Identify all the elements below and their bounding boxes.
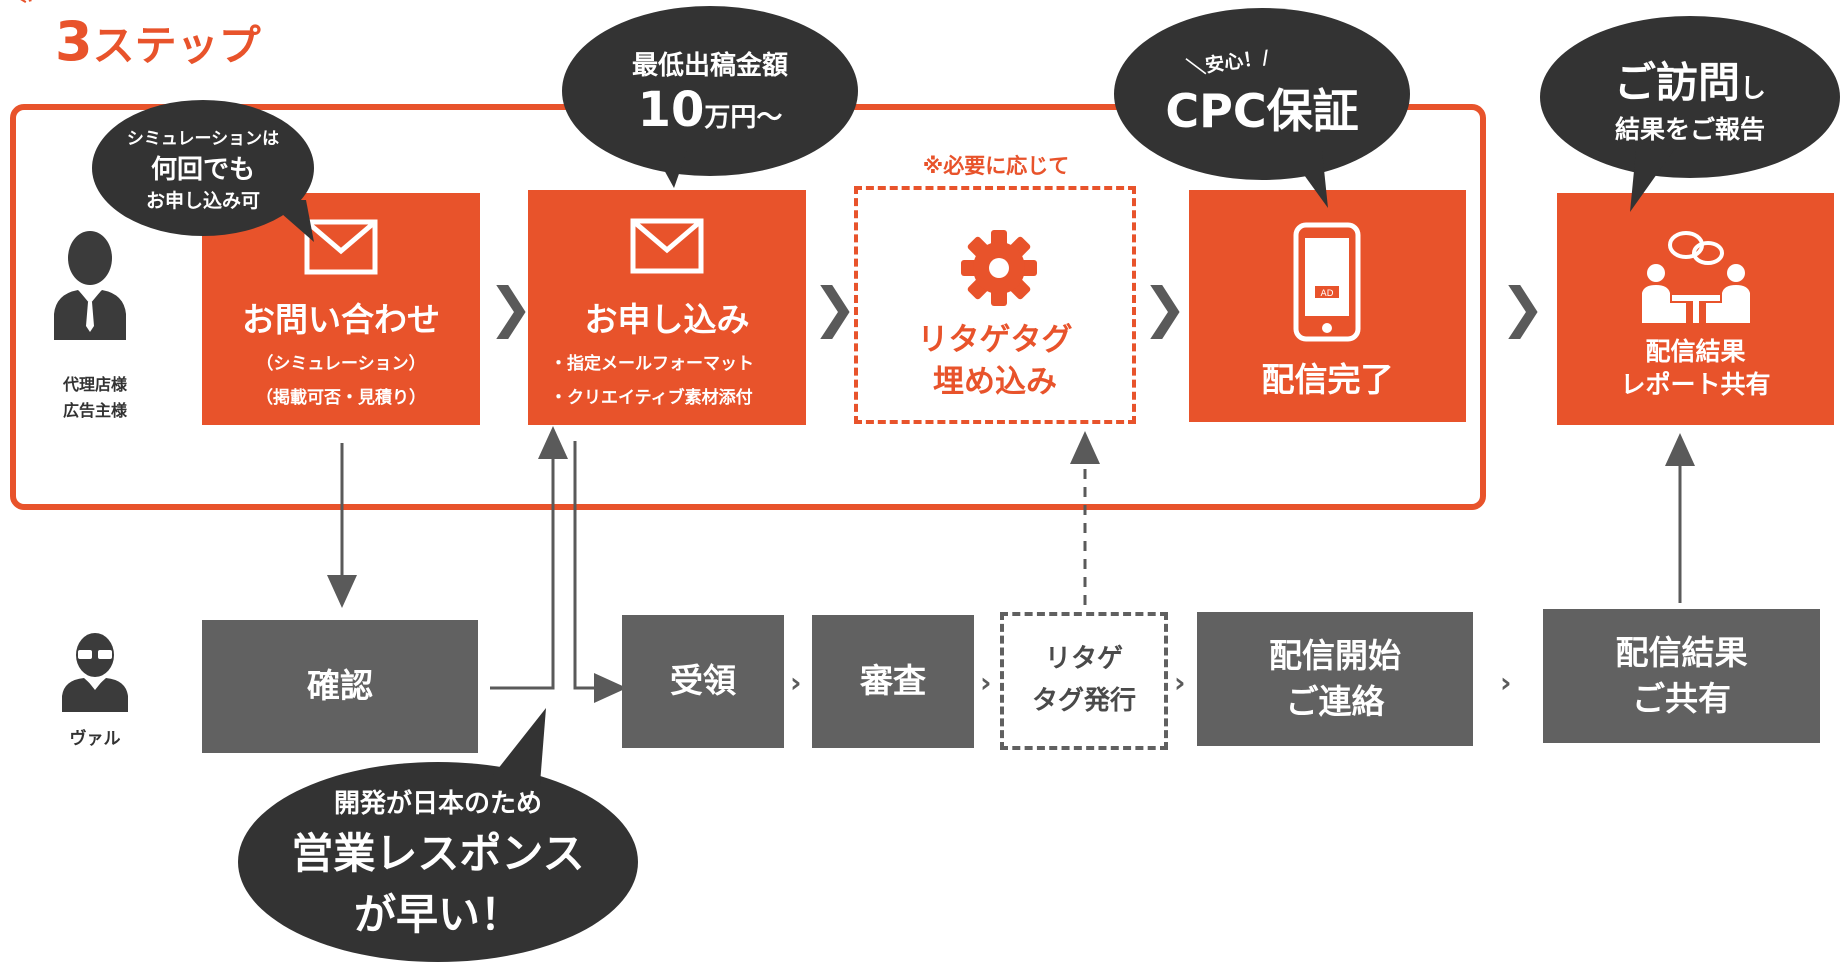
chevron-right-icon: ❯ <box>1500 276 1546 339</box>
inquiry-title: お問い合わせ <box>242 300 440 339</box>
step-retag: リタゲタグ 埋め込み <box>854 186 1136 424</box>
application-title: お申し込み <box>584 300 750 339</box>
bubble-budget-unit: 万円～ <box>704 102 783 133</box>
result-share-line: 配信結果 <box>1615 632 1748 672</box>
smartphone-icon: AD <box>1293 222 1361 342</box>
bubble-budget-top: 最低出稿金額 <box>631 50 788 81</box>
bubble-response-line: が早い！ <box>353 889 522 939</box>
chevron-right-icon: › <box>980 666 992 699</box>
val-step-confirm: 確認 <box>202 620 478 753</box>
chevron-right-icon: ❯ <box>812 276 858 339</box>
bubble-visit: ご訪問し 結果をご報告 <box>1540 16 1840 178</box>
application-line: ・指定メールフォーマット <box>550 354 754 374</box>
tag-issue-line: タグ発行 <box>1031 686 1136 716</box>
delivery-title: 配信完了 <box>1261 360 1394 399</box>
bubble-simulation-line: シミュレーションは <box>126 128 280 149</box>
heading: 3ステップ <box>55 10 261 73</box>
bubble-tail <box>1630 150 1674 212</box>
bubble-tail <box>652 148 688 188</box>
bubble-tail <box>1286 150 1328 208</box>
chevron-right-icon: ❯ <box>1142 276 1188 339</box>
bubble-simulation: シミュレーションは 何回でも お申し込み可 <box>92 100 314 236</box>
bubble-tail <box>266 200 314 242</box>
chevron-right-icon: › <box>1174 666 1186 699</box>
application-line: ・クリエイティブ素材添付 <box>550 388 753 408</box>
inquiry-line: （シミュレーション） <box>256 354 426 374</box>
role-advertiser: 広告主様 <box>62 400 127 420</box>
retag-note: ※必要に応じて <box>922 154 1070 178</box>
step-delivery: AD 配信完了 <box>1189 190 1466 422</box>
ad-label: AD <box>1320 289 1333 299</box>
step-report: 配信結果 レポート共有 <box>1557 193 1834 425</box>
businessman-icon <box>54 231 126 340</box>
bubble-cpc: ＼安心！/ CPC保証 <box>1114 8 1410 180</box>
bubble-min-budget: 最低出稿金額 10万円～ <box>562 6 858 176</box>
bubble-response: 開発が日本のため 営業レスポンス が早い！ <box>238 762 638 962</box>
arrow-application-to-receive <box>573 441 627 703</box>
bubble-visit-sub: 結果をご報告 <box>1614 114 1765 144</box>
bubble-response-line: 営業レスポンス <box>291 828 585 878</box>
bubble-visit-main: ご訪問 <box>1613 57 1740 107</box>
val-step-result-share: 配信結果 ご共有 <box>1543 609 1820 743</box>
arrow-confirm-to-application <box>490 426 568 690</box>
bubble-cpc-main: CPC保証 <box>1165 83 1359 138</box>
bubble-visit-suffix: し <box>1740 73 1767 104</box>
bubble-budget-amount: 10 <box>637 81 705 138</box>
meeting-icon <box>1642 231 1750 323</box>
heading-number: 3 <box>55 10 93 73</box>
tag-issue-line: リタゲ <box>1044 644 1123 675</box>
gear-icon <box>961 230 1037 306</box>
chevron-right-icon: › <box>1500 666 1512 699</box>
val-step-receive: 受領 <box>622 615 784 748</box>
client-role-label: 代理店様 広告主様 <box>40 372 150 423</box>
heading-word: ステップ <box>92 21 261 70</box>
result-share-line: ご共有 <box>1632 679 1731 718</box>
report-line: レポート共有 <box>1620 369 1771 399</box>
bubble-simulation-line: お申し込み可 <box>145 189 260 212</box>
val-step-delivery-start: 配信開始 ご連絡 <box>1197 612 1473 746</box>
glasses-person-icon <box>62 633 128 712</box>
chevron-right-icon: ❯ <box>488 276 534 339</box>
bubble-tail <box>486 708 546 784</box>
delivery-start-line: 配信開始 <box>1269 635 1401 675</box>
val-role-label: ヴァル <box>69 729 121 749</box>
retag-line: リタゲタグ <box>917 322 1073 358</box>
val-step-tag-issue: リタゲ タグ発行 <box>1000 612 1168 750</box>
mail-icon <box>304 219 378 275</box>
step-inquiry: お問い合わせ （シミュレーション） （掲載可否・見積り） <box>202 193 480 425</box>
val-step-review: 審査 <box>812 615 974 748</box>
mail-icon <box>630 218 704 274</box>
step-application: お申し込み ・指定メールフォーマット ・クリエイティブ素材添付 <box>528 190 806 425</box>
inquiry-line: （掲載可否・見積り） <box>256 388 426 408</box>
retag-line: 埋め込み <box>933 363 1057 400</box>
report-line: 配信結果 <box>1645 337 1746 366</box>
chevron-right-icon: › <box>790 666 802 699</box>
bubble-response-line: 開発が日本のため <box>333 788 542 819</box>
role-agency: 代理店様 <box>62 375 127 394</box>
delivery-start-line: ご連絡 <box>1285 682 1385 721</box>
bubble-simulation-line: 何回でも <box>150 154 255 185</box>
